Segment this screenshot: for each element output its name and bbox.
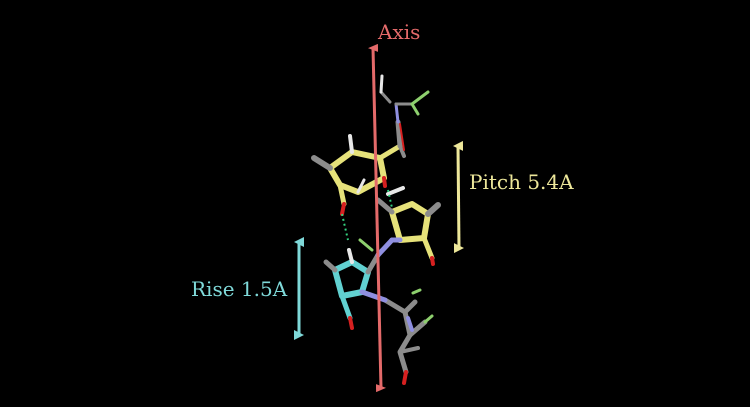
- pitch-arrow-icon: [453, 140, 464, 254]
- pitch-label: Pitch 5.4A: [469, 170, 574, 194]
- axis-arrow-icon: [368, 43, 386, 393]
- molecule-middle: [375, 186, 441, 266]
- hydrogen-bonds: [341, 189, 393, 241]
- molecule-top: [379, 74, 430, 151]
- rise-label: Rise 1.5A: [191, 277, 288, 301]
- axis-label: Axis: [378, 20, 421, 44]
